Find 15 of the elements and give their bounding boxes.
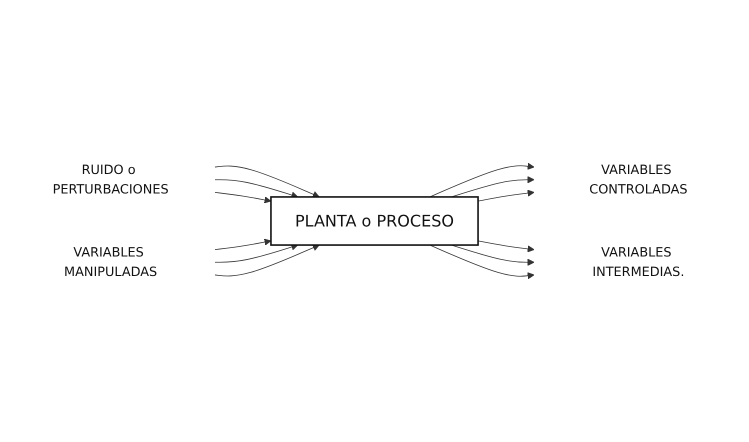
arrow: [429, 162, 534, 198]
arrow: [478, 240, 534, 252]
arrow: [214, 244, 298, 263]
node-text: VARIABLES INTERMEDIAS.: [592, 244, 684, 280]
node-text: VARIABLES CONTROLADAS: [589, 162, 688, 197]
arrow: [214, 179, 298, 198]
node-text: RUIDO o PERTURBACIONES: [52, 162, 169, 197]
arrow: [429, 244, 534, 280]
node-text: VARIABLES MANIPULADAS: [64, 244, 158, 280]
arrow: [214, 166, 320, 198]
arrow: [214, 244, 320, 276]
node-box: PLANTA o PROCESO: [270, 196, 479, 246]
arrow: [478, 190, 534, 202]
arrow: [214, 238, 272, 250]
arrow: [214, 192, 272, 204]
